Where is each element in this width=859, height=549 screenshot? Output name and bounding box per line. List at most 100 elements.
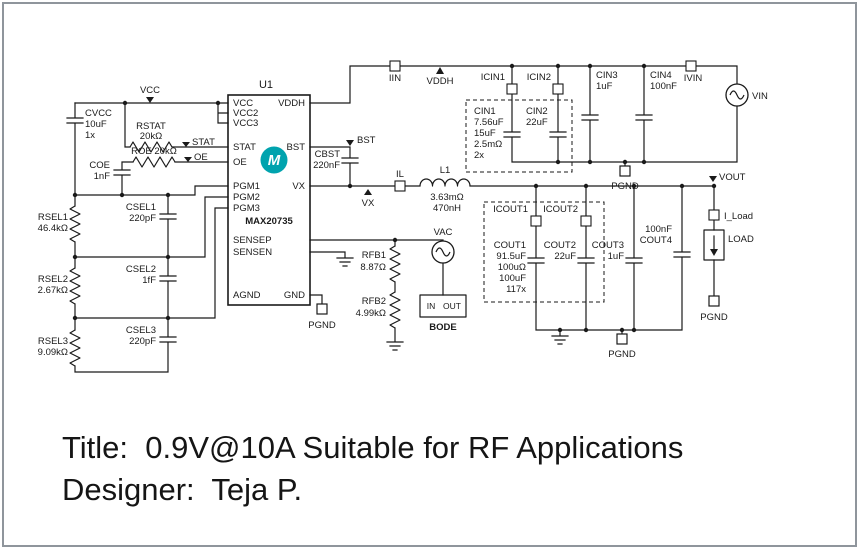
pgnd-label-ic: PGND bbox=[308, 320, 336, 331]
rfb2-val: 4.99kΩ bbox=[356, 308, 386, 319]
vddh-net-flag-icon bbox=[436, 67, 444, 74]
bode-in-label: IN bbox=[427, 301, 436, 311]
pin-vddh: VDDH bbox=[278, 98, 305, 109]
cvcc-l2: 1x bbox=[85, 130, 95, 141]
pin-vcc2: VCC2 bbox=[233, 108, 258, 119]
maxim-logo-icon: M bbox=[260, 146, 288, 174]
rstat-ref: RSTAT bbox=[136, 121, 166, 132]
schematic-designer: Designer: Teja P. bbox=[62, 472, 303, 507]
l1-l2: 470nH bbox=[433, 203, 461, 214]
bst-net-label: BST bbox=[357, 135, 376, 146]
vcc-net-flag-icon bbox=[146, 97, 154, 103]
pgnd-label-output: PGND bbox=[608, 349, 636, 360]
pgnd-pad-icon bbox=[619, 165, 631, 177]
pin-pgm1: PGM1 bbox=[233, 181, 260, 192]
vcc-stat-net: VCC RSTAT 20kΩ STAT bbox=[74, 85, 229, 153]
cout3-val: 1uF bbox=[608, 251, 625, 262]
pin-pgm2: PGM2 bbox=[233, 192, 260, 203]
rfb1-resistor-symbol bbox=[389, 245, 401, 283]
cout1-l3: 100uF bbox=[499, 273, 526, 284]
icin1-label: ICIN1 bbox=[481, 72, 505, 83]
coe-val: 1nF bbox=[94, 171, 111, 182]
rsel2-resistor-symbol bbox=[69, 267, 81, 305]
vout-net-label: VOUT bbox=[719, 172, 746, 183]
gnd-pin-branch: PGND bbox=[308, 294, 336, 331]
rfb1-ref: RFB1 bbox=[362, 250, 386, 261]
load-branch: VOUT I_Load LOAD PGND bbox=[700, 172, 754, 323]
wires bbox=[66, 102, 229, 373]
rfb1-val: 8.87Ω bbox=[360, 262, 386, 273]
cout-multiple-box bbox=[483, 201, 605, 303]
cin3-val: 1uF bbox=[596, 81, 613, 92]
junction-dots bbox=[72, 63, 717, 333]
ivin-label: IVIN bbox=[684, 73, 703, 84]
pgnd-label-load: PGND bbox=[700, 312, 728, 323]
cin3-ref: CIN3 bbox=[596, 70, 618, 81]
pin-gnd: GND bbox=[284, 290, 305, 301]
l1-ref: L1 bbox=[440, 165, 451, 176]
cout3-ref: COUT3 bbox=[592, 240, 624, 251]
oe-net: ROE 20kΩ COE 1nF OE bbox=[89, 146, 229, 196]
cbst-ref: CBST bbox=[315, 149, 341, 160]
sel-ladder: CVCC 10uF 1x RSEL1 46.4kΩ CSEL1 220pF RS… bbox=[38, 102, 229, 373]
cin1-ref: CIN1 bbox=[474, 106, 496, 117]
cout1-l1: 91.5uF bbox=[496, 251, 526, 262]
csel3-val: 220pF bbox=[129, 336, 156, 347]
wires bbox=[113, 161, 229, 196]
csel2-ref: CSEL2 bbox=[126, 264, 156, 275]
svg-text:M: M bbox=[268, 152, 281, 169]
bode-label: BODE bbox=[429, 322, 456, 333]
csel2-val: 1fF bbox=[142, 275, 156, 286]
ic-u1: U1 VCC VCC2 VCC3 STAT OE PGM1 PGM2 PGM3 … bbox=[227, 79, 311, 306]
rsel2-ref: RSEL2 bbox=[38, 274, 68, 285]
icout2-label: ICOUT2 bbox=[543, 204, 578, 215]
wires bbox=[309, 146, 715, 187]
pin-sensep: SENSEP bbox=[233, 235, 272, 246]
pin-vcc3: VCC3 bbox=[233, 118, 258, 129]
roe-resistor-symbol bbox=[132, 156, 176, 168]
rfb2-resistor-symbol bbox=[389, 291, 401, 329]
csel3-ref: CSEL3 bbox=[126, 325, 156, 336]
wires bbox=[74, 102, 229, 148]
cin4-val: 100nF bbox=[650, 81, 677, 92]
csel1-ref: CSEL1 bbox=[126, 202, 156, 213]
load-arrow-icon bbox=[710, 235, 718, 256]
cvcc-ref: CVCC bbox=[85, 108, 112, 119]
oe-net-flag-icon bbox=[184, 157, 192, 162]
pgnd-pad-icon bbox=[316, 303, 328, 315]
pin-sensen: SENSEN bbox=[233, 247, 272, 258]
stat-net-flag-icon bbox=[182, 142, 190, 147]
rsel2-val: 2.67kΩ bbox=[38, 285, 68, 296]
output-cap-bank: ICOUT1 ICOUT2 COUT1 91.5uF 100uΩ 100uF 1… bbox=[483, 185, 691, 360]
pin-bst: BST bbox=[287, 142, 306, 153]
rsel3-val: 9.09kΩ bbox=[38, 347, 68, 358]
pgnd-pad-icon bbox=[616, 333, 628, 345]
bode-out-label: OUT bbox=[443, 301, 461, 311]
cout4-ref: COUT4 bbox=[640, 235, 672, 246]
rsel1-resistor-symbol bbox=[69, 205, 81, 243]
vx-net-label: VX bbox=[362, 198, 375, 209]
feedback-network: RFB1 8.87Ω RFB2 4.99kΩ VAC IN OUT BODE bbox=[309, 227, 467, 351]
rsel3-ref: RSEL3 bbox=[38, 336, 68, 347]
roe-label: ROE 20kΩ bbox=[131, 146, 177, 157]
rsel1-val: 46.4kΩ bbox=[38, 223, 68, 234]
vcc-net-label: VCC bbox=[140, 85, 160, 96]
vout-net-flag-icon bbox=[709, 176, 717, 182]
l1-l1: 3.63mΩ bbox=[430, 192, 464, 203]
icout1-current-probe-icon bbox=[530, 215, 542, 227]
cout1-l2: 100uΩ bbox=[498, 262, 526, 273]
load-label: LOAD bbox=[728, 234, 754, 245]
icin1-current-probe-icon bbox=[506, 83, 518, 95]
cin1-l1: 7.56uF bbox=[474, 117, 504, 128]
vin-source-icon bbox=[725, 83, 749, 107]
il-label: IL bbox=[396, 169, 404, 180]
pgnd-pad-icon bbox=[708, 295, 720, 307]
vx-net-flag-icon bbox=[364, 189, 372, 195]
cin-multiple-box bbox=[465, 99, 573, 173]
l1-inductor-symbol bbox=[419, 178, 471, 187]
cvcc-l1: 10uF bbox=[85, 119, 107, 130]
il-current-probe-icon bbox=[394, 180, 406, 192]
schematic-drawing: U1 VCC VCC2 VCC3 STAT OE PGM1 PGM2 PGM3 … bbox=[38, 60, 768, 373]
iload-current-probe-icon bbox=[708, 209, 720, 221]
cout2-val: 22uF bbox=[554, 251, 576, 262]
